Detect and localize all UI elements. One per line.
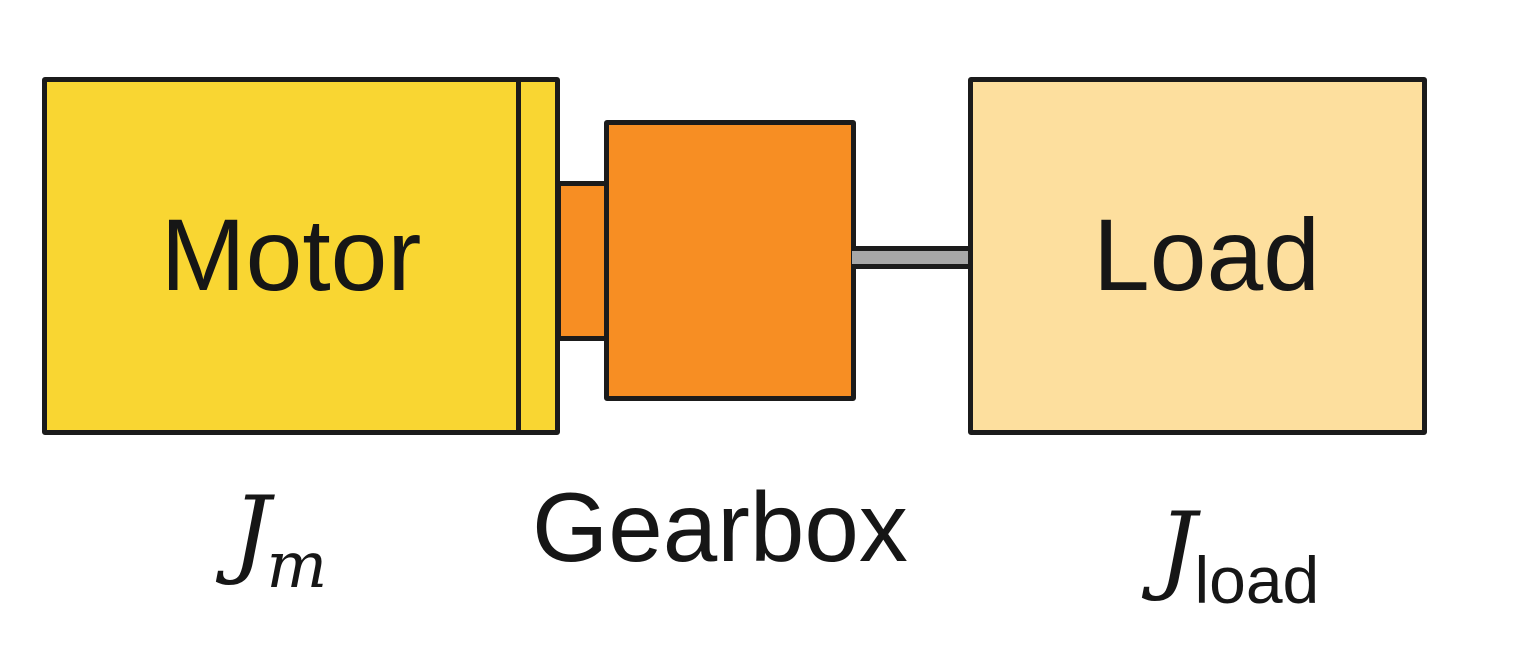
load-block: Load bbox=[968, 77, 1427, 435]
motor-label: Motor bbox=[160, 198, 422, 312]
load-inertia-symbol: J bbox=[1158, 492, 1197, 604]
motor-inertia-symbol: J bbox=[232, 476, 271, 588]
gearbox-caption: Gearbox bbox=[532, 472, 908, 582]
load-inertia-label: Jload bbox=[1158, 500, 1319, 613]
motor-inertia-subscript: m bbox=[266, 529, 328, 603]
gearbox-block bbox=[604, 120, 856, 401]
load-label: Load bbox=[1093, 198, 1320, 312]
motor-inertia-label: Jm bbox=[232, 484, 327, 598]
motor-block: Motor bbox=[42, 77, 560, 435]
output-shaft bbox=[852, 246, 973, 269]
load-inertia-subscript: load bbox=[1194, 543, 1320, 617]
motor-end-cap-line bbox=[516, 82, 521, 430]
motor-coupler bbox=[556, 181, 611, 341]
